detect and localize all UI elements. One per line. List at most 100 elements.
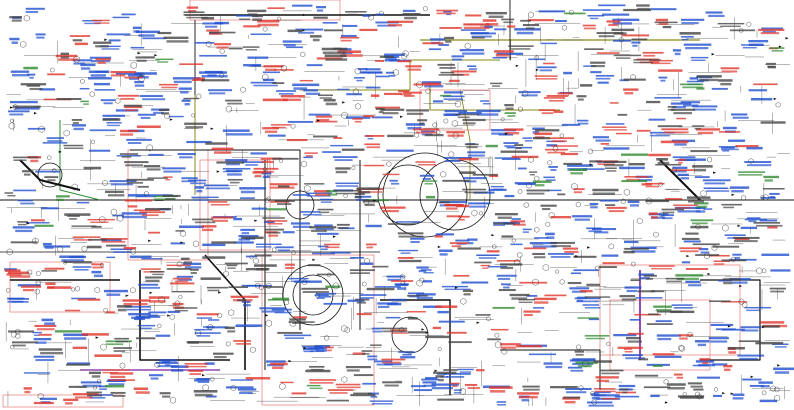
metabolite-label bbox=[693, 109, 716, 111]
compound-name-label bbox=[118, 309, 127, 312]
metabolite-label bbox=[13, 190, 36, 192]
compound-name-label bbox=[323, 52, 346, 55]
compound-name-label bbox=[159, 109, 169, 111]
metabolite-label bbox=[368, 358, 378, 360]
compound-name-label bbox=[311, 230, 327, 232]
enzyme-label bbox=[624, 176, 648, 178]
metabolite-label bbox=[133, 27, 142, 29]
cofactor-label bbox=[586, 338, 605, 340]
metabolite-label bbox=[691, 57, 709, 58]
compound-name-label bbox=[688, 382, 702, 384]
enzyme-label bbox=[643, 55, 655, 57]
cofactor-label bbox=[697, 206, 708, 208]
metabolite-label bbox=[711, 324, 733, 326]
metabolite-label bbox=[241, 191, 255, 193]
compound-name-label bbox=[534, 256, 546, 258]
metabolite-label bbox=[293, 194, 310, 196]
compound-name-label bbox=[646, 101, 660, 103]
enzyme-label bbox=[78, 299, 101, 301]
compound-name-label bbox=[144, 165, 160, 167]
compound-name-label bbox=[577, 95, 587, 97]
compound-name-label bbox=[444, 37, 454, 39]
metabolite-label bbox=[20, 203, 34, 205]
metabolite-label bbox=[770, 269, 790, 271]
metabolite-label bbox=[517, 32, 534, 35]
metabolite-label bbox=[476, 110, 500, 112]
compound-name-label bbox=[120, 153, 138, 155]
compound-name-label bbox=[175, 307, 198, 309]
enzyme-label bbox=[21, 286, 41, 288]
metabolite-label bbox=[266, 360, 286, 362]
enzyme-label bbox=[280, 382, 293, 383]
metabolite-label bbox=[501, 283, 511, 285]
enzyme-label bbox=[211, 204, 230, 206]
metabolite-label bbox=[463, 177, 486, 179]
metabolite-label bbox=[533, 307, 544, 309]
enzyme-label bbox=[545, 149, 568, 151]
compound-name-label bbox=[181, 258, 190, 260]
cofactor-label bbox=[325, 286, 340, 288]
metabolite-label bbox=[650, 395, 659, 397]
metabolite-label bbox=[587, 401, 612, 403]
compound-name-label bbox=[425, 134, 444, 136]
metabolite-label bbox=[34, 338, 52, 340]
metabolite-label bbox=[548, 166, 557, 168]
compound-name-label bbox=[105, 191, 124, 193]
compound-name-label bbox=[242, 237, 264, 239]
compound-name-label bbox=[225, 100, 242, 102]
metabolite-label bbox=[283, 231, 295, 233]
enzyme-label bbox=[325, 247, 339, 249]
metabolite-label bbox=[10, 101, 38, 103]
compound-name-label bbox=[399, 236, 424, 238]
enzyme-label bbox=[231, 296, 259, 298]
metabolite-label bbox=[681, 177, 689, 179]
metabolite-label bbox=[94, 275, 103, 278]
metabolite-label bbox=[417, 297, 433, 299]
compound-name-label bbox=[755, 342, 783, 344]
enzyme-label bbox=[352, 118, 363, 120]
metabolite-label bbox=[36, 33, 46, 35]
enzyme-label bbox=[584, 28, 596, 30]
compound-name-label bbox=[93, 42, 111, 44]
enzyme-label bbox=[516, 345, 542, 347]
enzyme-label bbox=[436, 10, 458, 12]
metabolite-label bbox=[493, 224, 505, 225]
metabolite-label bbox=[121, 14, 135, 16]
metabolite-label bbox=[208, 319, 219, 321]
metabolite-label bbox=[681, 19, 704, 21]
metabolite-label bbox=[446, 376, 464, 378]
compound-name-label bbox=[495, 213, 518, 215]
metabolite-label bbox=[106, 293, 120, 295]
compound-name-label bbox=[499, 289, 516, 291]
enzyme-label bbox=[760, 321, 784, 323]
metabolite-label bbox=[468, 242, 474, 244]
metabolite-label bbox=[403, 10, 415, 12]
metabolite-label bbox=[368, 72, 383, 74]
enzyme-label bbox=[724, 369, 730, 371]
metabolite-label bbox=[226, 386, 254, 388]
compound-name-label bbox=[633, 59, 660, 60]
compound-name-label bbox=[697, 75, 722, 77]
metabolite-label bbox=[457, 369, 473, 370]
metabolite-label bbox=[545, 366, 562, 368]
compound-name-label bbox=[246, 49, 257, 51]
enzyme-label bbox=[547, 152, 565, 154]
compound-name-label bbox=[13, 157, 38, 159]
enzyme-label bbox=[435, 235, 443, 237]
metabolite-label bbox=[745, 307, 772, 308]
compound-name-label bbox=[357, 302, 366, 304]
cofactor-label bbox=[533, 181, 552, 183]
metabolite-label bbox=[460, 371, 471, 372]
enzyme-label bbox=[608, 24, 617, 26]
enzyme-label bbox=[607, 20, 621, 22]
metabolite-label bbox=[548, 190, 562, 191]
metabolite-label bbox=[544, 362, 563, 364]
compound-name-label bbox=[7, 195, 15, 197]
metabolite-label bbox=[206, 187, 230, 189]
metabolite-label bbox=[410, 241, 419, 243]
enzyme-label bbox=[120, 130, 138, 132]
compound-name-label bbox=[506, 107, 514, 109]
enzyme-label bbox=[722, 70, 737, 72]
metabolite-label bbox=[128, 313, 151, 315]
enzyme-label bbox=[94, 354, 122, 357]
